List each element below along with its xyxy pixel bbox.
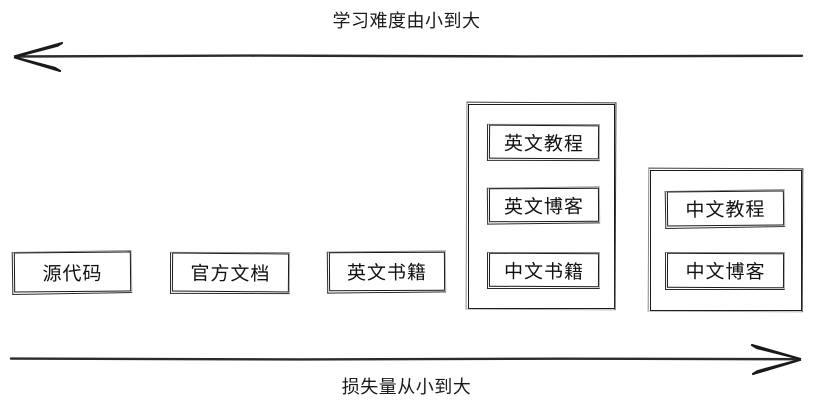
node-official-docs[interactable]: 官方文档 [171, 252, 290, 293]
node-english-tutorials-label: 英文教程 [503, 133, 585, 155]
difficulty-axis-label: 学习难度由小到大 [332, 11, 481, 31]
node-english-books[interactable]: 英文书籍 [328, 251, 446, 292]
node-chinese-tutorials[interactable]: 中文教程 [666, 190, 785, 227]
node-chinese-blogs[interactable]: 中文博客 [666, 252, 785, 289]
node-source-code[interactable]: 源代码 [13, 251, 132, 293]
node-chinese-books[interactable]: 中文书籍 [488, 252, 600, 288]
node-english-blogs-label: 英文博客 [503, 196, 585, 218]
node-english-blogs[interactable]: 英文博客 [488, 187, 600, 223]
difficulty-arrow-icon [13, 41, 804, 73]
node-source-code-label: 源代码 [42, 263, 103, 285]
node-official-docs-label: 官方文档 [190, 263, 271, 286]
node-chinese-books-label: 中文书籍 [503, 261, 585, 283]
loss-axis-label: 损失量从小到大 [341, 377, 472, 397]
loss-arrow-icon [9, 343, 802, 376]
node-english-books-label: 英文书籍 [346, 262, 428, 285]
node-english-tutorials[interactable]: 英文教程 [488, 124, 600, 160]
node-chinese-blogs-label: 中文博客 [685, 261, 766, 284]
node-chinese-tutorials-label: 中文教程 [685, 199, 766, 222]
